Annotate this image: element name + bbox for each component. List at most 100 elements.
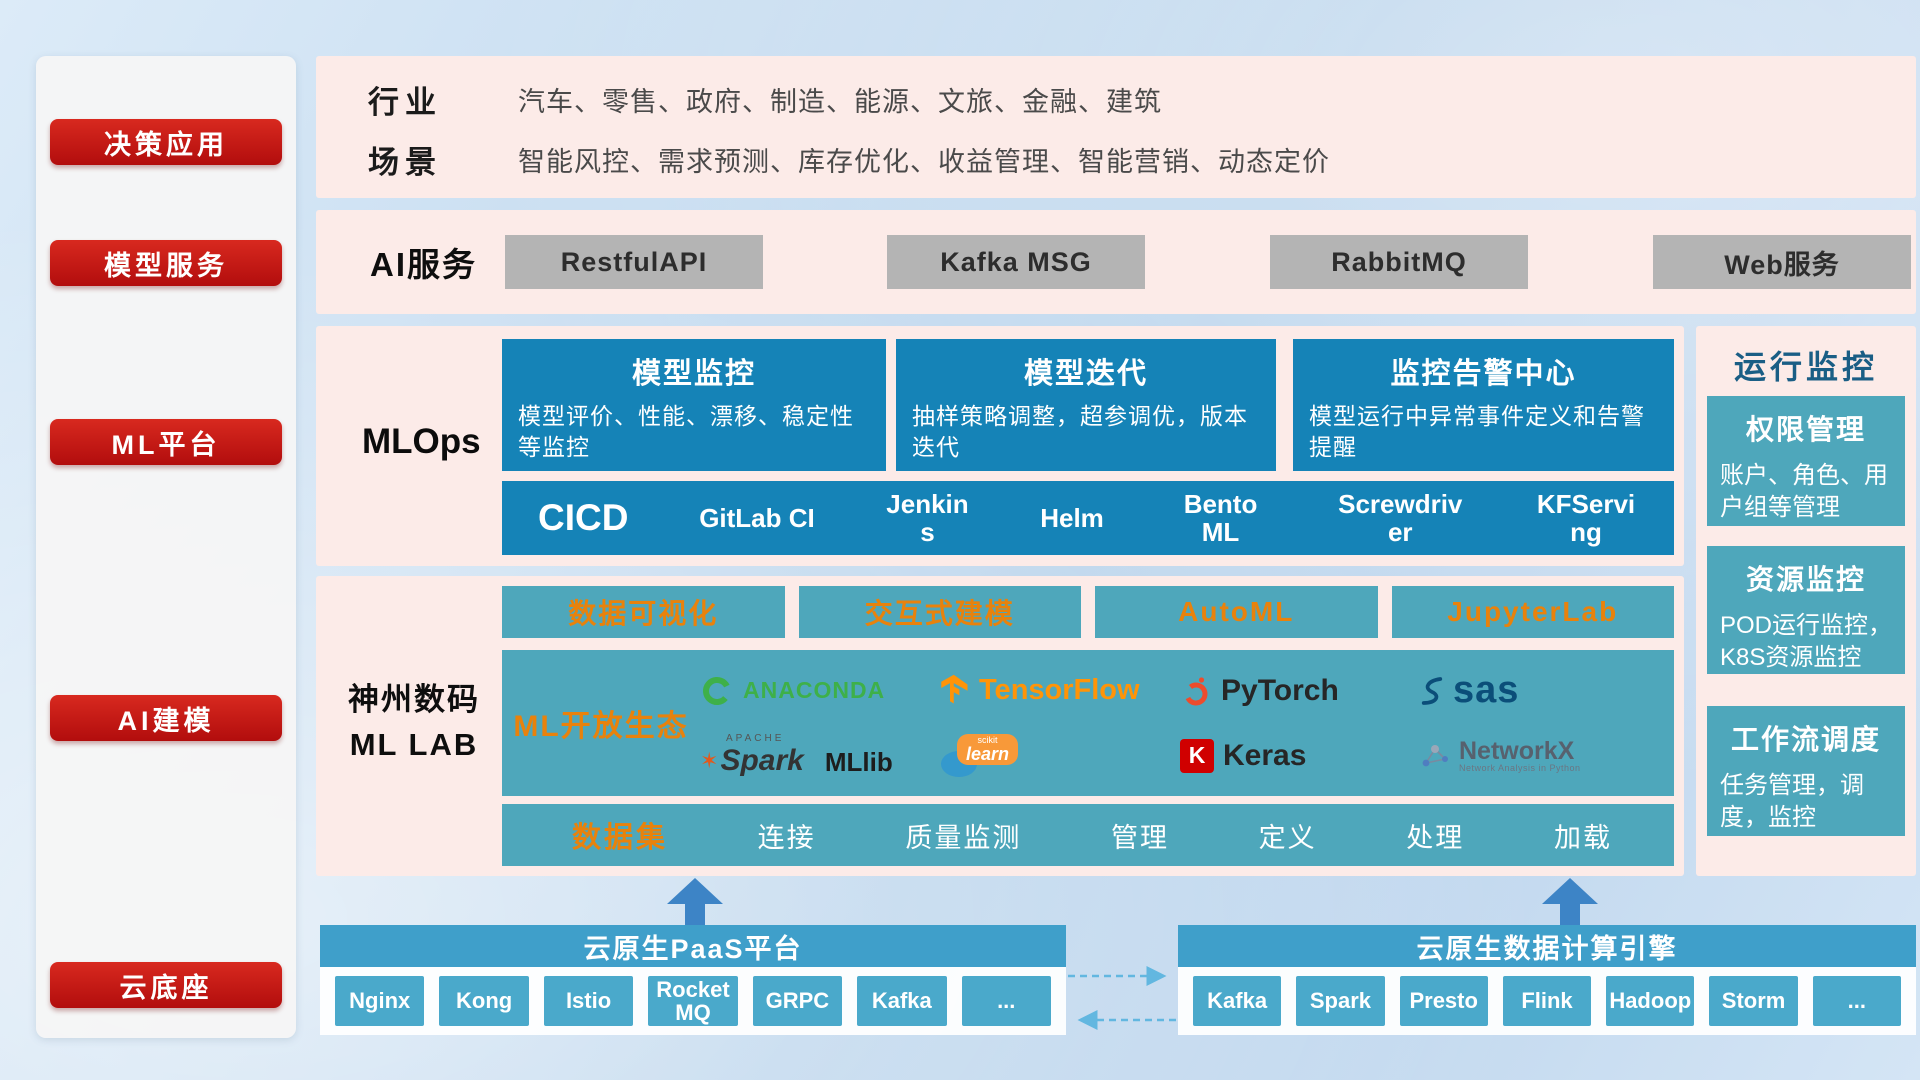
tool-interactive: 交互式建模: [798, 586, 1081, 638]
paas-more: ...: [961, 976, 1051, 1026]
card-title: 模型迭代: [1023, 358, 1148, 390]
cicd-gitlab-ci: GitLab CI: [699, 502, 815, 533]
service-restfulapi: RestfulAPI: [505, 235, 763, 289]
layer-sidebar: 决策应用 模型服务 ML平台 AI建模 云底座: [36, 56, 296, 1038]
service-web: Web服务: [1653, 235, 1911, 289]
spark-wordmark: Spark: [720, 744, 804, 777]
card-title: 工作流调度: [1730, 724, 1881, 755]
engine-storm: Storm: [1709, 976, 1798, 1026]
engine-flink: Flink: [1502, 976, 1592, 1026]
engine-group: 云原生数据计算引擎 Kafka Spark Presto Flink Hadoo…: [1178, 925, 1916, 1035]
sidebar-item-ml-platform: ML平台: [50, 419, 282, 465]
mllib-wordmark: MLlib: [824, 747, 893, 777]
pytorch-icon: [1184, 676, 1208, 705]
cicd-screwdriver: Screwdriver: [1338, 488, 1463, 547]
card-desc: 模型运行中异常事件定义和告警提醒: [1309, 403, 1645, 461]
dataset-label: 数据集: [572, 822, 669, 854]
logo-tensorflow: TensorFlow: [940, 674, 1140, 708]
ai-service-panel: AI服务 RestfulAPI Kafka MSG RabbitMQ Web服务: [316, 210, 1916, 314]
ml-lab-label-line2: ML LAB: [349, 726, 479, 762]
sas-icon: [1421, 676, 1443, 705]
logo-sas: sas: [1420, 669, 1519, 712]
ml-lab-label-line1: 神州数码: [348, 682, 480, 717]
logo-spark-mllib: APACHE ✶ Spark MLlib: [700, 733, 893, 778]
anaconda-icon: [703, 676, 731, 705]
industry-row: 行业 汽车、零售、政府、制造、能源、文旅、金融、建筑: [368, 74, 1162, 124]
cicd-bar: CICD GitLab CI Jenkins Helm BentoML Scre…: [502, 481, 1674, 555]
paas-title-bar: 云原生PaaS平台: [320, 925, 1066, 967]
card-title: 模型监控: [631, 358, 756, 390]
engine-presto: Presto: [1399, 976, 1488, 1026]
logo-scikit-learn: scikit learn: [940, 733, 1018, 778]
ecosystem-logos: ANACONDA TensorFlow PyTorch: [700, 650, 1674, 796]
learn-label: learn: [965, 743, 1009, 764]
paas-rocketmq: RocketMQ: [648, 976, 738, 1026]
engine-kafka: Kafka: [1193, 976, 1282, 1026]
card-desc: POD运行监控，K8S资源监控: [1720, 612, 1893, 672]
sidebar-item-model-service: 模型服务: [50, 240, 282, 286]
dataset-manage: 管理: [1110, 822, 1169, 853]
exchange-arrows: [1068, 966, 1176, 1030]
sidebar-item-cloud-base: 云底座: [50, 962, 282, 1008]
dataset-quality: 质量监测: [905, 822, 1022, 853]
networkx-subtitle: Network Analysis in Python: [1459, 762, 1581, 773]
cicd-jenkins: Jenkins: [886, 488, 969, 547]
tool-data-viz: 数据可视化: [502, 586, 785, 638]
logo-anaconda: ANACONDA: [700, 674, 885, 708]
dataset-define: 定义: [1258, 822, 1317, 853]
card-title: 监控告警中心: [1390, 358, 1577, 390]
ml-lab-label: 神州数码 ML LAB: [330, 678, 498, 768]
cicd-helm: Helm: [1040, 502, 1104, 533]
card-resource: 资源监控 POD运行监控，K8S资源监控: [1707, 546, 1905, 674]
paas-grpc: GRPC: [752, 976, 843, 1026]
engine-title-bar: 云原生数据计算引擎: [1178, 925, 1916, 967]
card-title: 权限管理: [1745, 414, 1866, 445]
lab-tools-row: 数据可视化 交互式建模 AutoML JupyterLab: [502, 586, 1674, 638]
card-model-monitor: 模型监控 模型评价、性能、漂移、稳定性等监控: [502, 339, 886, 471]
card-desc: 任务管理，调度，监控: [1720, 772, 1864, 832]
card-desc: 账户、角色、用户组等管理: [1720, 462, 1888, 522]
engine-hadoop: Hadoop: [1606, 976, 1695, 1026]
mlops-label: MLOps: [362, 422, 481, 461]
logo-pytorch: PyTorch: [1180, 674, 1339, 708]
engine-items: Kafka Spark Presto Flink Hadoop Storm ..…: [1178, 967, 1916, 1026]
card-workflow: 工作流调度 任务管理，调度，监控: [1707, 706, 1905, 836]
keras-icon: K: [1180, 738, 1214, 773]
card-desc: 抽样策略调整，超参调优，版本迭代: [912, 403, 1248, 461]
anaconda-wordmark: ANACONDA: [743, 677, 886, 703]
sas-wordmark: sas: [1453, 669, 1520, 711]
networkx-wordmark: NetworkX: [1459, 736, 1575, 765]
networkx-icon: [1422, 744, 1448, 766]
paas-group: 云原生PaaS平台 Nginx Kong Istio RocketMQ GRPC…: [320, 925, 1066, 1035]
dataset-process: 处理: [1406, 822, 1465, 853]
cicd-label: CICD: [538, 497, 629, 538]
industry-label: 行业: [368, 84, 442, 120]
monitoring-panel: 运行监控 权限管理 账户、角色、用户组等管理 资源监控 POD运行监控，K8S资…: [1696, 326, 1916, 876]
scikit-learn-badge: scikit learn: [956, 733, 1018, 765]
card-desc: 模型评价、性能、漂移、稳定性等监控: [518, 403, 854, 461]
scikit-learn-icon: scikit learn: [940, 733, 1018, 778]
service-kafka-msg: Kafka MSG: [887, 235, 1145, 289]
sidebar-item-decision-app: 决策应用: [50, 119, 282, 165]
engine-spark: Spark: [1296, 976, 1385, 1026]
tensorflow-wordmark: TensorFlow: [979, 674, 1140, 706]
tool-jupyterlab: JupyterLab: [1391, 586, 1674, 638]
ml-lab-panel: 神州数码 ML LAB 数据可视化 交互式建模 AutoML JupyterLa…: [316, 576, 1684, 876]
ai-service-label: AI服务: [370, 246, 477, 283]
paas-kong: Kong: [439, 976, 529, 1026]
dataset-connect: 连接: [757, 822, 816, 853]
paas-istio: Istio: [543, 976, 634, 1026]
card-alert-center: 监控告警中心 模型运行中异常事件定义和告警提醒: [1293, 339, 1674, 471]
sidebar-item-ai-modeling: AI建模: [50, 695, 282, 741]
logo-networkx: NetworkX Network Analysis in Python: [1420, 736, 1581, 774]
dataset-load: 加载: [1553, 822, 1612, 853]
dataset-bar: 数据集 连接 质量监测 管理 定义 处理 加载: [502, 804, 1674, 866]
service-rabbitmq: RabbitMQ: [1270, 235, 1528, 289]
ecosystem-label: ML开放生态: [513, 710, 689, 743]
cicd-bentoml: BentoML: [1183, 488, 1258, 547]
tool-automl: AutoML: [1095, 586, 1378, 638]
scenario-value: 智能风控、需求预测、库存优化、收益管理、智能营销、动态定价: [518, 146, 1330, 177]
tensorflow-icon: [941, 674, 968, 703]
card-model-iteration: 模型迭代 抽样策略调整，超参调优，版本迭代: [896, 339, 1276, 471]
